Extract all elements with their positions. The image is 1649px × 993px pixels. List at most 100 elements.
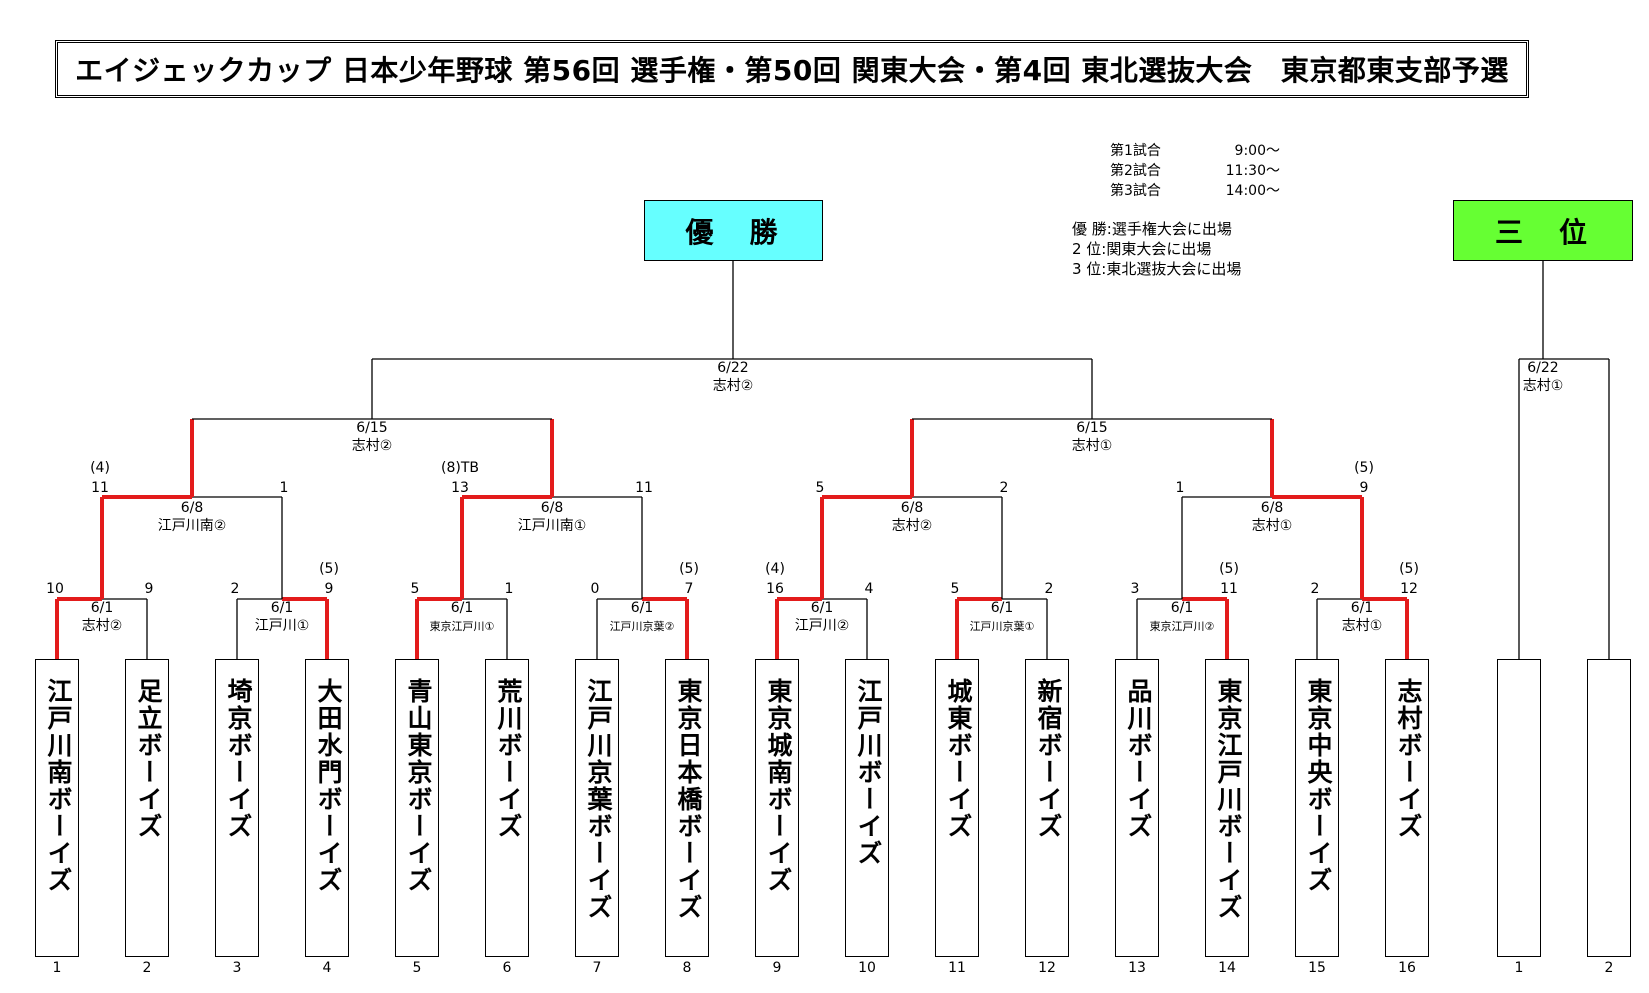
team-box: 江戸川京葉ボーイズ — [575, 659, 619, 957]
score-left: 5 — [951, 581, 960, 597]
score-note: (4) — [765, 561, 785, 577]
semifinal-date: 6/15 — [1076, 420, 1107, 436]
match-venue: 東京江戸川② — [1150, 619, 1215, 633]
final-venue: 志村② — [713, 378, 754, 394]
seed-number: 12 — [1038, 960, 1056, 976]
team-name: 江戸川京葉ボーイズ — [584, 678, 613, 921]
seed-number: 16 — [1398, 960, 1416, 976]
note-runner-up: 2 位:関東大会に出場 — [1072, 240, 1212, 258]
score-note: (5) — [1399, 561, 1419, 577]
seed-number: 10 — [858, 960, 876, 976]
schedule-time: 14:00〜 — [1225, 183, 1280, 199]
score-note: (8)TB — [441, 460, 479, 476]
match-venue: 志村① — [1342, 618, 1383, 634]
match-date: 6/1 — [991, 600, 1014, 616]
team-box: 志村ボーイズ — [1385, 659, 1429, 957]
match-date: 6/1 — [631, 600, 654, 616]
match-date: 6/1 — [811, 600, 834, 616]
match-date: 6/8 — [1261, 500, 1284, 516]
score-right: 9 — [325, 581, 334, 597]
third-place-date: 6/22 — [1527, 360, 1558, 376]
schedule-time: 11:30〜 — [1225, 163, 1280, 179]
seed-number: 9 — [772, 960, 782, 976]
schedule-row: 第2試合 11:30〜 — [1110, 161, 1280, 181]
seed-number: 15 — [1308, 960, 1326, 976]
score-left: 0 — [591, 581, 600, 597]
team-box: 新宿ボーイズ — [1025, 659, 1069, 957]
team-box: 青山東京ボーイズ — [395, 659, 439, 957]
semifinal-venue: 志村① — [1072, 438, 1113, 454]
match-date: 6/1 — [271, 600, 294, 616]
score-note: (5) — [1354, 460, 1374, 476]
score-right: 12 — [1400, 581, 1418, 597]
team-name: 東京江戸川ボーイズ — [1214, 678, 1243, 921]
team-box: 足立ボーイズ — [125, 659, 169, 957]
seed-number: 6 — [502, 960, 512, 976]
qualification-notes: 優 勝:選手権大会に出場 2 位:関東大会に出場 3 位:東北選抜大会に出場 — [1072, 219, 1241, 279]
seed-number: 11 — [948, 960, 966, 976]
third-place-box: 三 位 — [1453, 200, 1633, 261]
score-note: (5) — [679, 561, 699, 577]
seed-number: 8 — [682, 960, 692, 976]
seed-number: 2 — [142, 960, 152, 976]
seed-number: 14 — [1218, 960, 1236, 976]
score-right: 1 — [505, 581, 514, 597]
team-name: 埼京ボーイズ — [224, 678, 253, 840]
score-left: 13 — [451, 480, 469, 496]
match-date: 6/1 — [1171, 600, 1194, 616]
match-venue: 志村② — [892, 518, 933, 534]
team-box: 埼京ボーイズ — [215, 659, 259, 957]
schedule-game-label: 第2試合 — [1110, 163, 1161, 179]
score-left: 11 — [91, 480, 109, 496]
team-name: 足立ボーイズ — [134, 678, 163, 840]
schedule-row: 第3試合 14:00〜 — [1110, 181, 1280, 201]
match-venue: 江戸川京葉① — [970, 619, 1035, 633]
score-left: 2 — [231, 581, 240, 597]
score-left: 10 — [46, 581, 64, 597]
score-right: 9 — [145, 581, 154, 597]
score-note: (5) — [319, 561, 339, 577]
score-right: 1 — [280, 480, 289, 496]
match-date: 6/1 — [91, 600, 114, 616]
match-venue: 志村① — [1252, 518, 1293, 534]
third-place-slot — [1497, 659, 1541, 957]
team-name: 江戸川南ボーイズ — [44, 678, 73, 894]
schedule-game-label: 第1試合 — [1110, 143, 1161, 159]
team-name: 品川ボーイズ — [1124, 678, 1153, 840]
seed-number: 1 — [1514, 960, 1524, 976]
team-box: 東京日本橋ボーイズ — [665, 659, 709, 957]
seed-number: 4 — [322, 960, 332, 976]
third-place-venue: 志村① — [1523, 378, 1564, 394]
score-right: 2 — [1045, 581, 1054, 597]
schedule-game-label: 第3試合 — [1110, 183, 1161, 199]
seed-number: 7 — [592, 960, 602, 976]
match-venue: 江戸川① — [255, 618, 310, 634]
seed-number: 2 — [1604, 960, 1614, 976]
tournament-title: エイジェックカップ 日本少年野球 第56回 選手権・第50回 関東大会・第4回 … — [55, 40, 1529, 98]
match-date: 6/1 — [451, 600, 474, 616]
score-right: 7 — [685, 581, 694, 597]
score-right: 9 — [1360, 480, 1369, 496]
team-name: 荒川ボーイズ — [494, 678, 523, 840]
score-left: 5 — [816, 480, 825, 496]
match-date: 6/8 — [901, 500, 924, 516]
match-venue: 江戸川南② — [158, 518, 227, 534]
score-left: 5 — [411, 581, 420, 597]
score-note: (4) — [90, 460, 110, 476]
team-box: 江戸川南ボーイズ — [35, 659, 79, 957]
match-venue: 江戸川南① — [518, 518, 587, 534]
score-left: 2 — [1311, 581, 1320, 597]
third-place-slot — [1587, 659, 1631, 957]
team-name: 東京城南ボーイズ — [764, 678, 793, 894]
team-name: 東京日本橋ボーイズ — [674, 678, 703, 921]
schedule-time: 9:00〜 — [1234, 143, 1280, 159]
team-box: 城東ボーイズ — [935, 659, 979, 957]
match-venue: 東京江戸川① — [430, 619, 495, 633]
team-box: 荒川ボーイズ — [485, 659, 529, 957]
match-venue: 江戸川京葉② — [610, 619, 675, 633]
team-box: 東京江戸川ボーイズ — [1205, 659, 1249, 957]
score-note: (5) — [1219, 561, 1239, 577]
seed-number: 5 — [412, 960, 422, 976]
seed-number: 13 — [1128, 960, 1146, 976]
